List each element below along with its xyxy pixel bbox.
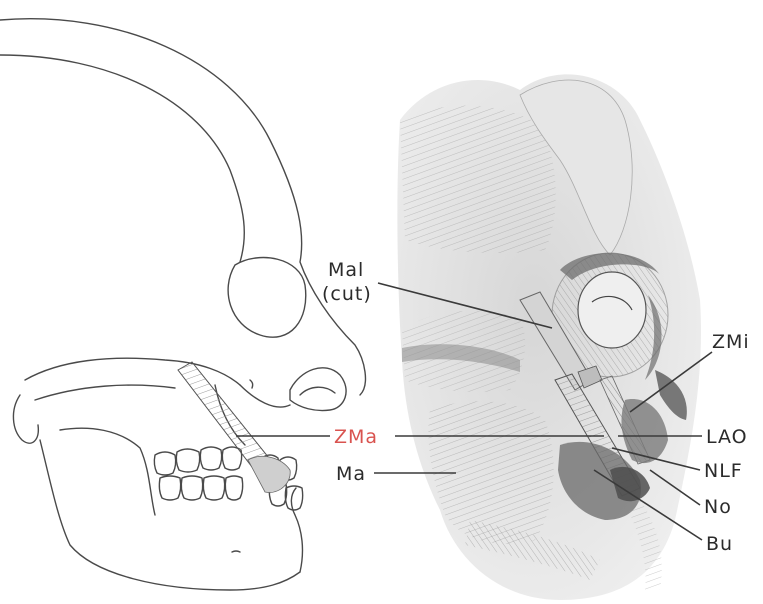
maxilla-outline bbox=[240, 385, 290, 407]
label-zmi: ZMi bbox=[712, 331, 750, 353]
label-zma: ZMa bbox=[334, 426, 378, 448]
mandible-notch bbox=[60, 428, 155, 515]
label-mal: Mal bbox=[328, 259, 364, 281]
nasal-inner bbox=[300, 387, 335, 395]
nasal-aperture bbox=[290, 368, 346, 411]
infraorbital-mark bbox=[250, 380, 253, 388]
label-lao: LAO bbox=[706, 426, 748, 448]
label-no: No bbox=[704, 496, 732, 518]
frontalis-muscle bbox=[400, 106, 556, 253]
mental-foramen bbox=[232, 551, 240, 552]
skull-drawing bbox=[0, 19, 365, 590]
eye bbox=[578, 272, 646, 348]
zygomatic-arch-lower bbox=[35, 385, 175, 400]
label-bu: Bu bbox=[706, 533, 733, 555]
ear-region bbox=[13, 395, 38, 443]
cranium-outline bbox=[0, 19, 365, 395]
label-ma: Ma bbox=[336, 463, 366, 485]
orbit-outline bbox=[228, 258, 306, 338]
zygomaticus-major-muscle-left bbox=[178, 362, 290, 492]
chin-line bbox=[291, 488, 302, 572]
label-mal-cut: (cut) bbox=[322, 283, 372, 305]
facial-muscle-illustration bbox=[397, 74, 701, 600]
cranium-inner-line bbox=[0, 55, 244, 262]
label-nlf: NLF bbox=[704, 460, 743, 482]
